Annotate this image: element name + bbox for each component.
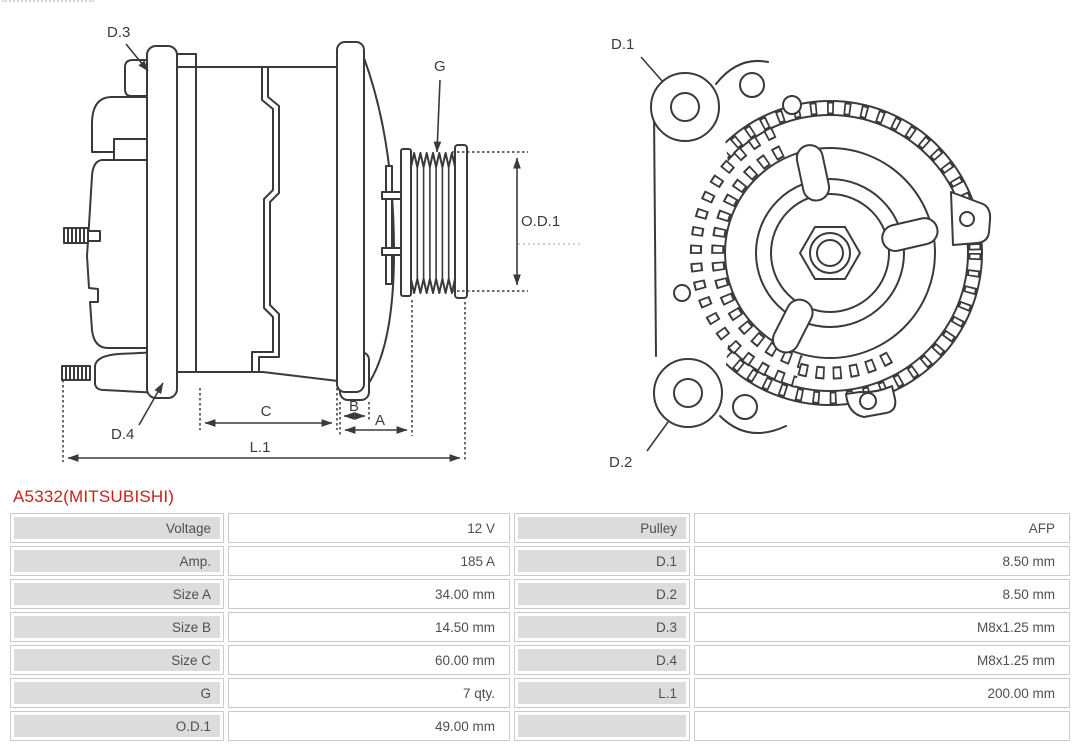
spec-value: 60.00 mm	[228, 645, 510, 675]
spec-value: 8.50 mm	[694, 546, 1070, 576]
spec-label: D.2	[514, 579, 690, 609]
dimension-label-c: C	[261, 403, 272, 420]
spec-value: 8.50 mm	[694, 579, 1070, 609]
spec-label: L.1	[514, 678, 690, 708]
dimension-extension-lines	[62, 151, 528, 462]
spec-label: Voltage	[10, 513, 224, 543]
dimension-label-d3: D.3	[107, 24, 130, 41]
spec-value: 12 V	[228, 513, 510, 543]
spec-value: M8x1.25 mm	[694, 612, 1070, 642]
spec-value: 200.00 mm	[694, 678, 1070, 708]
spec-value: 7 qty.	[228, 678, 510, 708]
front-view-drawing	[650, 60, 992, 434]
part-number-heading: A5332(MITSUBISHI)	[13, 487, 175, 506]
dimension-label-d1: D.1	[611, 36, 634, 53]
dimension-label-l1: L.1	[250, 439, 271, 456]
spec-value: 14.50 mm	[228, 612, 510, 642]
spec-label	[514, 711, 690, 741]
dimension-label-d4: D.4	[111, 426, 134, 443]
side-view-drawing	[61, 41, 468, 401]
spec-label: O.D.1	[10, 711, 224, 741]
spec-label: Size C	[10, 645, 224, 675]
spec-label: Amp.	[10, 546, 224, 576]
spec-value: 34.00 mm	[228, 579, 510, 609]
spec-value: M8x1.25 mm	[694, 645, 1070, 675]
d3-leader-arrow	[125, 43, 149, 72]
spec-value: 185 A	[228, 546, 510, 576]
spec-value: AFP	[694, 513, 1070, 543]
spec-value	[694, 711, 1070, 741]
spec-label: G	[10, 678, 224, 708]
spec-label: D.1	[514, 546, 690, 576]
dimension-labels: D.3 G O.D.1 D.4 C B A L.1 D.1 D.2	[107, 24, 634, 471]
dimension-label-b: B	[349, 398, 359, 415]
spec-label: Size A	[10, 579, 224, 609]
dimension-label-g: G	[434, 58, 446, 75]
spec-table: Voltage 12 V Pulley AFP Amp. 185 A D.1 8…	[10, 513, 1070, 741]
dimension-label-od1: O.D.1	[521, 213, 560, 230]
technical-drawing: D.3 G O.D.1 D.4 C B A L.1 D.1 D.2	[61, 24, 992, 471]
dimension-label-d2: D.2	[609, 454, 632, 471]
corner-artifact	[2, 0, 94, 4]
spec-value: 49.00 mm	[228, 711, 510, 741]
spec-label: D.3	[514, 612, 690, 642]
spec-label: Size B	[10, 612, 224, 642]
spec-label: D.4	[514, 645, 690, 675]
dimension-label-a: A	[375, 412, 385, 429]
d4-leader-arrow	[138, 382, 164, 426]
spec-label: Pulley	[514, 513, 690, 543]
g-leader-arrow	[433, 79, 442, 153]
